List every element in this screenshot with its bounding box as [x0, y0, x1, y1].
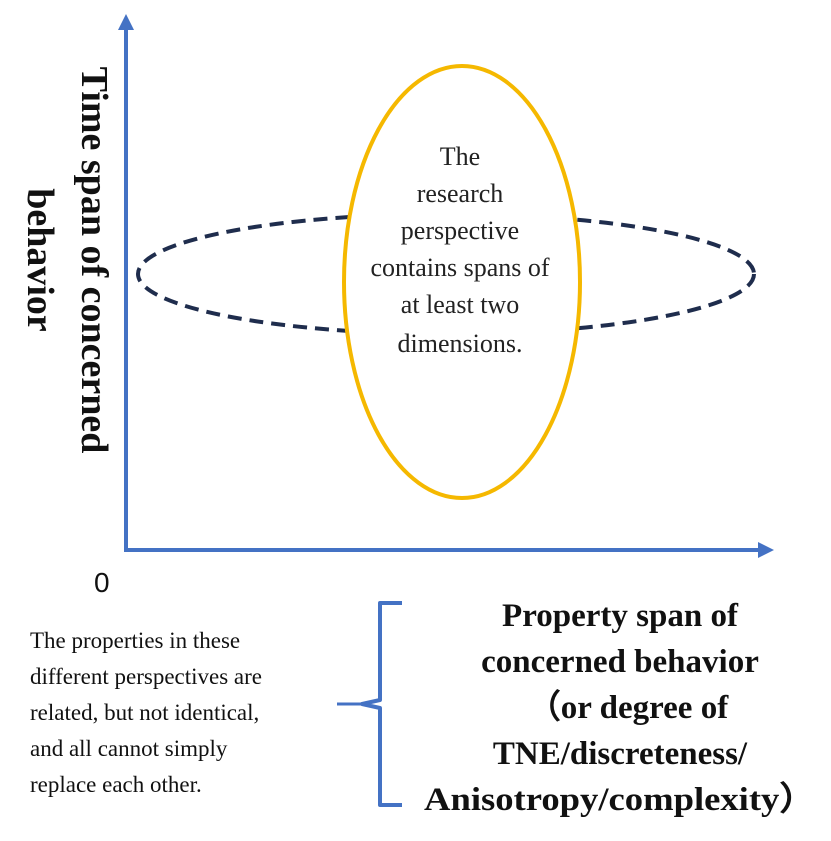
side-note-line-2: different perspectives are	[30, 664, 262, 689]
side-note-line-5: replace each other.	[30, 772, 202, 797]
side-note: The properties in these different perspe…	[30, 628, 262, 797]
x-axis-label-line-2: concerned behavior	[481, 644, 759, 680]
center-text-line-5: at least two	[401, 290, 519, 319]
x-axis-label-line-4: TNE/discreteness/	[493, 736, 748, 772]
side-note-line-3: related, but not identical,	[30, 700, 259, 725]
origin-label: 0	[94, 567, 110, 598]
center-text-line-3: perspective	[401, 216, 519, 245]
y-axis-label: Time span of concerned behavior	[19, 67, 115, 454]
y-axis-arrowhead	[118, 14, 134, 30]
gold-ellipse	[342, 64, 582, 500]
x-axis-label-line-1: Property span of	[502, 598, 739, 634]
y-axis-label-line-2: behavior	[19, 188, 61, 332]
center-text: The research perspective contains spans …	[370, 142, 549, 358]
center-text-line-2: research	[417, 179, 504, 208]
center-text-line-6: dimensions.	[398, 329, 523, 358]
side-note-line-1: The properties in these	[30, 628, 240, 653]
center-text-line-4: contains spans of	[370, 253, 549, 282]
y-axis-label-line-1: Time span of concerned	[73, 67, 115, 454]
side-note-line-4: and all cannot simply	[30, 736, 228, 761]
curly-brace	[360, 601, 402, 807]
x-axis-label-line-5: Anisotropy/complexity）	[424, 781, 816, 818]
x-axis-label: Property span of concerned behavior （or …	[424, 598, 816, 818]
x-axis-arrowhead	[758, 542, 774, 558]
center-text-line-1: The	[440, 142, 480, 171]
x-axis-label-line-3: （or degree of	[528, 689, 729, 726]
